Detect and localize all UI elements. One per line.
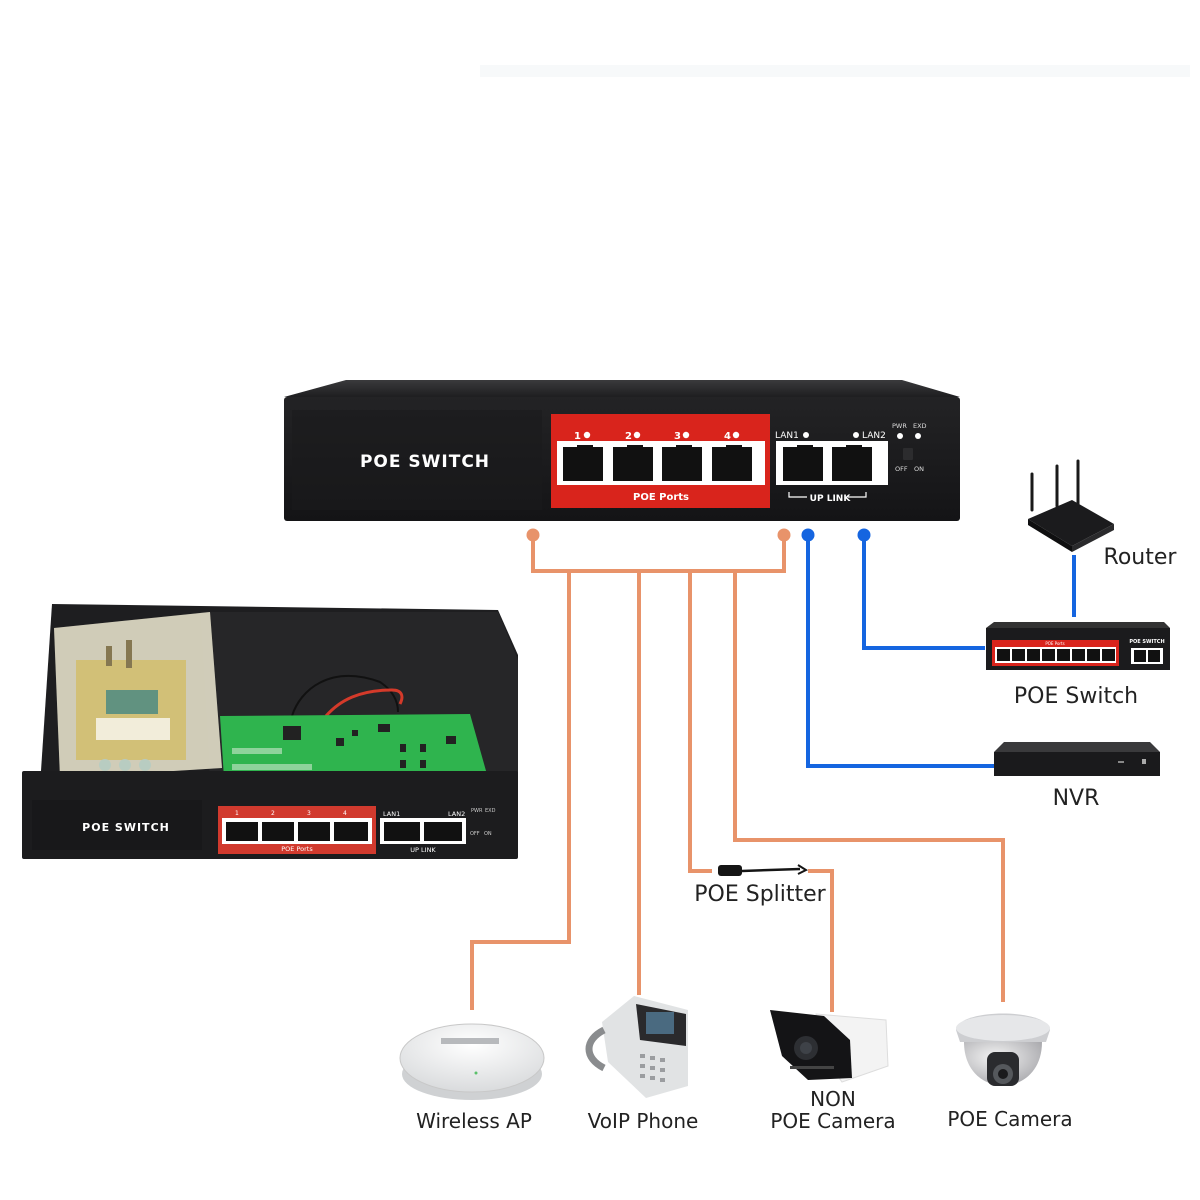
poe-switch-8-ports-caption: POE Ports	[1045, 641, 1064, 646]
open-rj45-port-2	[262, 822, 294, 841]
poe-port-1-led	[583, 431, 591, 439]
open-pwr-label: PWR	[471, 808, 483, 814]
line-to-poe-camera	[733, 571, 1005, 1002]
open-poe-port-label-4: 4	[343, 810, 347, 817]
lan2-led	[853, 432, 859, 438]
lan1-connector-dot	[801, 528, 815, 542]
power-supply-board	[54, 612, 222, 778]
voip-phone-label: VoIP Phone	[587, 1109, 699, 1133]
poe-camera-label: POE Camera	[947, 1107, 1073, 1131]
poe-port-label-4: 4	[724, 431, 731, 442]
nvr-device	[994, 742, 1160, 776]
splitter-body	[718, 865, 742, 876]
open-switch-brand-label: POE SWITCH	[82, 821, 170, 834]
poe-ports-caption: POE Ports	[633, 492, 689, 503]
open-rj45-port-lan2	[424, 822, 462, 841]
line-lan1-to-nvr	[806, 535, 995, 768]
poe-switch-8-brand-label: POE SWITCH	[1129, 639, 1164, 645]
poe-switch-8-device: POE Ports POE SWITCH	[986, 622, 1170, 670]
wireless-ap-device	[399, 1023, 545, 1100]
open-poe-port-label-3: 3	[307, 810, 311, 817]
poe-port-labels: 1 2 3 4	[574, 431, 731, 442]
uplink-ports	[783, 445, 872, 481]
power-wire-red	[324, 688, 404, 717]
open-off-label: OFF	[470, 831, 480, 837]
non-poe-camera-device	[770, 1010, 889, 1083]
router-body	[1028, 500, 1114, 546]
open-on-label: ON	[484, 831, 492, 837]
lan1-led	[803, 432, 809, 438]
line-to-poe-splitter	[688, 571, 712, 873]
poe-ports	[563, 445, 752, 481]
open-poe-ports-caption: POE Ports	[281, 845, 313, 853]
non-poe-camera-label-line2: POE Camera	[770, 1109, 896, 1133]
poe-port-3-led	[682, 431, 690, 439]
poe-port-2-led	[633, 431, 641, 439]
line-lan2-to-poe-switch	[862, 535, 985, 650]
switch-top-face	[284, 380, 960, 397]
exd-label: EXD	[913, 422, 927, 430]
exd-led	[915, 433, 921, 439]
line-to-wireless-ap	[470, 571, 571, 1010]
open-rj45-port-4	[334, 822, 368, 841]
line-splitter-to-non-poe-camera	[808, 869, 834, 1012]
pwr-label: PWR	[892, 422, 907, 430]
rj45-port-1	[563, 445, 603, 481]
main-poe-switch: POE SWITCH 1 2 3 4 POE Ports LAN1 LAN2	[284, 380, 960, 521]
switch-brand-label: POE SWITCH	[360, 452, 490, 472]
poe-trunk-line	[531, 535, 786, 573]
poe-port-4-connector-dot	[777, 528, 791, 542]
rj45-port-4	[712, 445, 752, 481]
poe-port-leds	[583, 431, 740, 439]
uplink-bracket	[788, 492, 867, 498]
power-wire-black	[291, 675, 399, 717]
poe-switch-label: POE Switch	[1013, 684, 1139, 709]
nvr-label: NVR	[1052, 786, 1100, 811]
top-shadow-artifact	[480, 65, 1190, 77]
uplink-caption: UP LINK	[810, 494, 852, 504]
open-poe-port-label-1: 1	[235, 810, 239, 817]
rj45-port-lan2	[832, 445, 872, 481]
lan2-connector-dot	[857, 528, 871, 542]
poe-port-label-2: 2	[625, 431, 632, 442]
poe-switch-8-ports	[997, 649, 1115, 661]
on-label: ON	[914, 465, 924, 473]
wireless-ap-label: Wireless AP	[416, 1109, 532, 1133]
open-poe-switch: POE SWITCH 1 2 3 4 POE Ports LAN1 LAN2 U…	[22, 604, 518, 859]
open-lan2-label: LAN2	[448, 810, 465, 818]
poe-connections	[470, 535, 1005, 1012]
open-exd-label: EXD	[485, 808, 496, 814]
lan2-label: LAN2	[862, 431, 886, 441]
off-label: OFF	[895, 465, 908, 473]
power-switch-toggle	[903, 448, 913, 460]
poe-port-4-led	[732, 431, 740, 439]
lan1-label: LAN1	[775, 431, 799, 441]
switch-pcb	[220, 714, 488, 778]
voip-phone-device	[585, 996, 688, 1098]
poe-splitter-device	[718, 864, 809, 876]
non-poe-camera-label-line1: NON	[810, 1087, 856, 1111]
pwr-led	[897, 433, 903, 439]
rj45-port-3	[662, 445, 702, 481]
rj45-port-2	[613, 445, 653, 481]
poe-camera-device	[956, 1013, 1050, 1086]
poe-port-label-3: 3	[674, 431, 681, 442]
poe-port-label-1: 1	[574, 431, 581, 442]
open-rj45-port-3	[298, 822, 330, 841]
poe-splitter-label: POE Splitter	[694, 882, 826, 907]
poe-port-1-connector-dot	[526, 528, 540, 542]
router-device	[1028, 459, 1114, 552]
rj45-port-lan1	[783, 445, 823, 481]
open-uplink-caption: UP LINK	[410, 846, 436, 854]
open-poe-port-label-2: 2	[271, 810, 275, 817]
router-label: Router	[1103, 545, 1177, 570]
open-rj45-port-1	[226, 822, 258, 841]
uplink-connections	[806, 535, 1076, 768]
open-lan1-label: LAN1	[383, 810, 400, 818]
open-rj45-port-lan1	[384, 822, 420, 841]
